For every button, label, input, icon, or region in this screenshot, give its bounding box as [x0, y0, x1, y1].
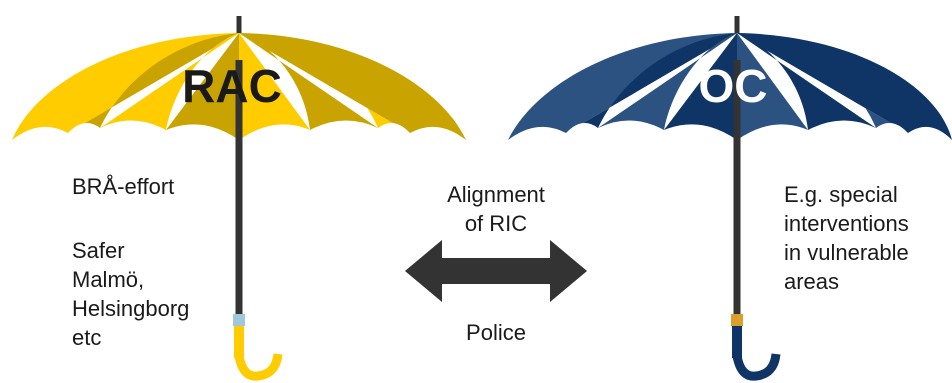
oc-canopy-scallops [508, 120, 952, 160]
rac-canopy-panel-5 [239, 33, 310, 140]
alignment-line: of RIC [464, 211, 528, 236]
oc-handle-hook [732, 353, 781, 381]
rac-city-line: Safer [72, 238, 125, 263]
rac-canopy-panel-4 [166, 33, 239, 140]
oc-handle-ring [731, 314, 743, 326]
alignment-line: Alignment [447, 182, 545, 207]
rac-label: RAC [182, 60, 282, 112]
double-headed-arrow [405, 240, 587, 302]
oc-text-line: interventions [784, 211, 909, 236]
oc-canopy-panel-2 [566, 33, 737, 133]
rac-handle-hook [234, 353, 283, 381]
rac-handle-ring [233, 314, 245, 326]
oc-label: OC [699, 60, 768, 112]
center-police-text: Police [406, 318, 586, 347]
center-alignment-text: Alignment of RIC [406, 180, 586, 238]
rac-text-cities: Safer Malmö, Helsingborg etc [72, 236, 189, 352]
oc-canopy-panel-4 [664, 33, 737, 140]
police-label: Police [466, 320, 526, 345]
rac-city-line: Malmö, [72, 267, 145, 292]
rac-umbrella: RAC [12, 16, 466, 381]
bra-effort-label: BRÅ-effort [72, 174, 175, 199]
rac-canopy-panel-6 [239, 33, 378, 130]
oc-canopy-panel-3 [598, 33, 737, 130]
rac-canopy-panel-3 [100, 33, 239, 130]
rac-canopy-panel-8 [239, 33, 466, 140]
oc-canopy-panel-6 [737, 33, 876, 130]
rac-city-line: etc [72, 325, 102, 350]
rac-city-line: Helsingborg [72, 296, 190, 321]
oc-text-line: E.g. special [784, 182, 898, 207]
rac-canopy-panel-2 [68, 33, 239, 133]
rac-text-bra-effort: BRÅ-effort [72, 172, 174, 201]
oc-canopy-panel-8 [737, 33, 952, 140]
oc-text-line: areas [784, 269, 840, 294]
oc-text-line: in vulnerable [784, 240, 909, 265]
oc-umbrella: OC [508, 16, 952, 381]
oc-canopy-panel-5 [737, 33, 808, 140]
oc-text-examples: E.g. special interventions in vulnerable… [784, 180, 909, 296]
